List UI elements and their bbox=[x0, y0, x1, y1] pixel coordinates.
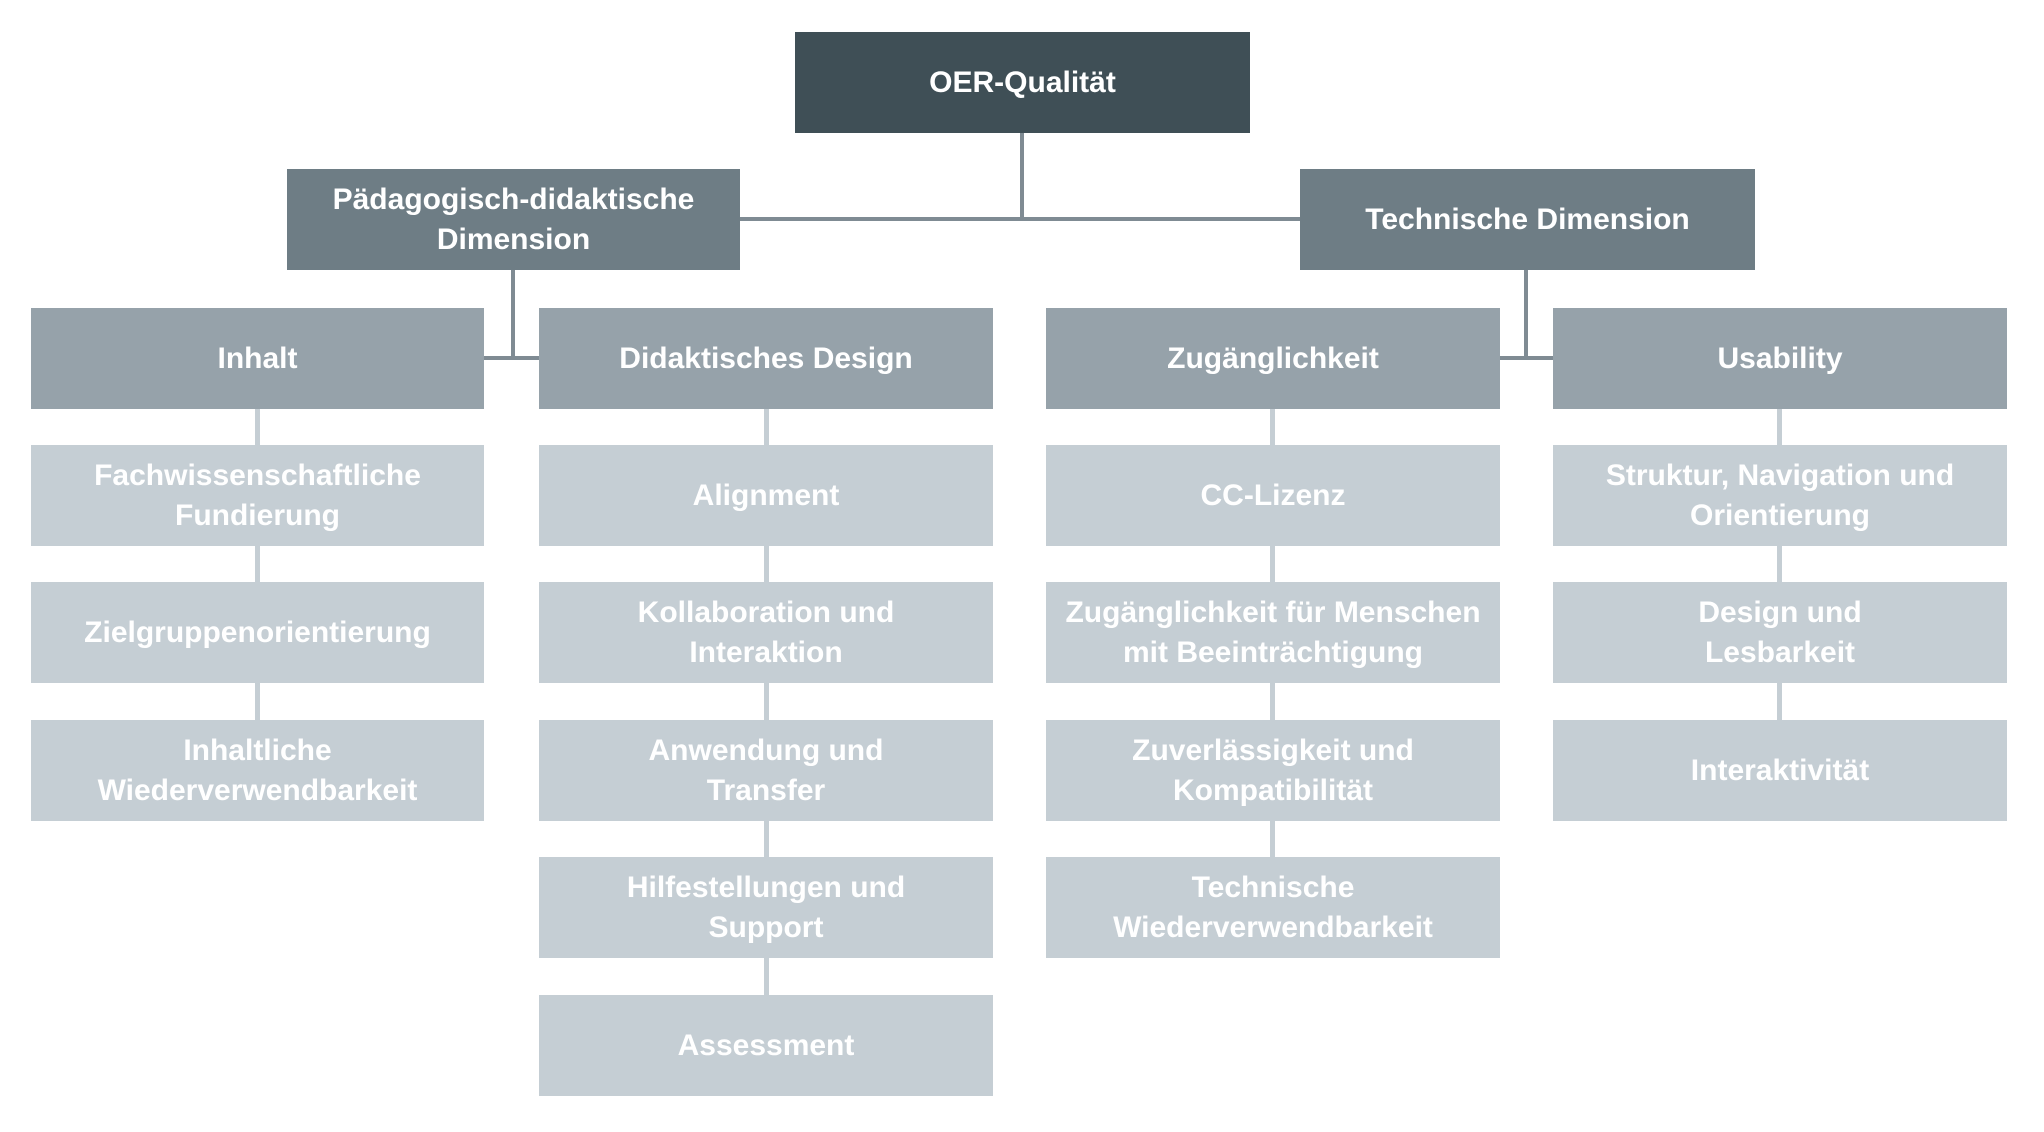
node-struktur-navigation-orientierung: Struktur, Navigation und Orientierung bbox=[1553, 445, 2007, 546]
node-zielgruppenorientierung: Zielgruppenorientierung bbox=[31, 582, 484, 683]
node-zugaenglichkeit-menschen-beeintraechtigung: Zugänglichkeit für Menschen mit Beeinträ… bbox=[1046, 582, 1500, 683]
node-inhaltliche-wiederverwendbarkeit: Inhaltliche Wiederverwendbarkeit bbox=[31, 720, 484, 821]
node-alignment: Alignment bbox=[539, 445, 993, 546]
node-zuverlaessigkeit-und-kompatibilitaet: Zuverlässigkeit und Kompatibilität bbox=[1046, 720, 1500, 821]
node-assessment: Assessment bbox=[539, 995, 993, 1096]
connector-paedagogisch-horizontal bbox=[484, 356, 540, 360]
node-oer-qualitaet: OER-Qualität bbox=[795, 32, 1250, 133]
connector-column-didaktisches-design bbox=[764, 409, 769, 999]
node-technische-dimension: Technische Dimension bbox=[1300, 169, 1755, 270]
node-zugaenglichkeit: Zugänglichkeit bbox=[1046, 308, 1500, 409]
connector-paedagogisch-stem bbox=[511, 269, 515, 360]
node-anwendung-und-transfer: Anwendung und Transfer bbox=[539, 720, 993, 821]
connector-column-inhalt bbox=[255, 409, 260, 729]
connector-column-usability bbox=[1777, 409, 1782, 729]
node-interaktivitaet: Interaktivität bbox=[1553, 720, 2007, 821]
node-fachwissenschaftliche-fundierung: Fachwissenschaftliche Fundierung bbox=[31, 445, 484, 546]
connector-root-stem bbox=[1020, 132, 1024, 221]
node-design-und-lesbarkeit: Design und Lesbarkeit bbox=[1553, 582, 2007, 683]
node-inhalt: Inhalt bbox=[31, 308, 484, 409]
node-paedagogisch-didaktische-dimension: Pädagogisch-didaktische Dimension bbox=[287, 169, 740, 270]
node-usability: Usability bbox=[1553, 308, 2007, 409]
connector-technische-horizontal bbox=[1499, 356, 1553, 360]
connector-technische-stem bbox=[1524, 269, 1528, 360]
node-technische-wiederverwendbarkeit: Technische Wiederverwendbarkeit bbox=[1046, 857, 1500, 958]
connector-dimensions-horizontal bbox=[740, 217, 1300, 221]
node-cc-lizenz: CC-Lizenz bbox=[1046, 445, 1500, 546]
node-kollaboration-und-interaktion: Kollaboration und Interaktion bbox=[539, 582, 993, 683]
node-didaktisches-design: Didaktisches Design bbox=[539, 308, 993, 409]
node-hilfestellungen-und-support: Hilfestellungen und Support bbox=[539, 857, 993, 958]
